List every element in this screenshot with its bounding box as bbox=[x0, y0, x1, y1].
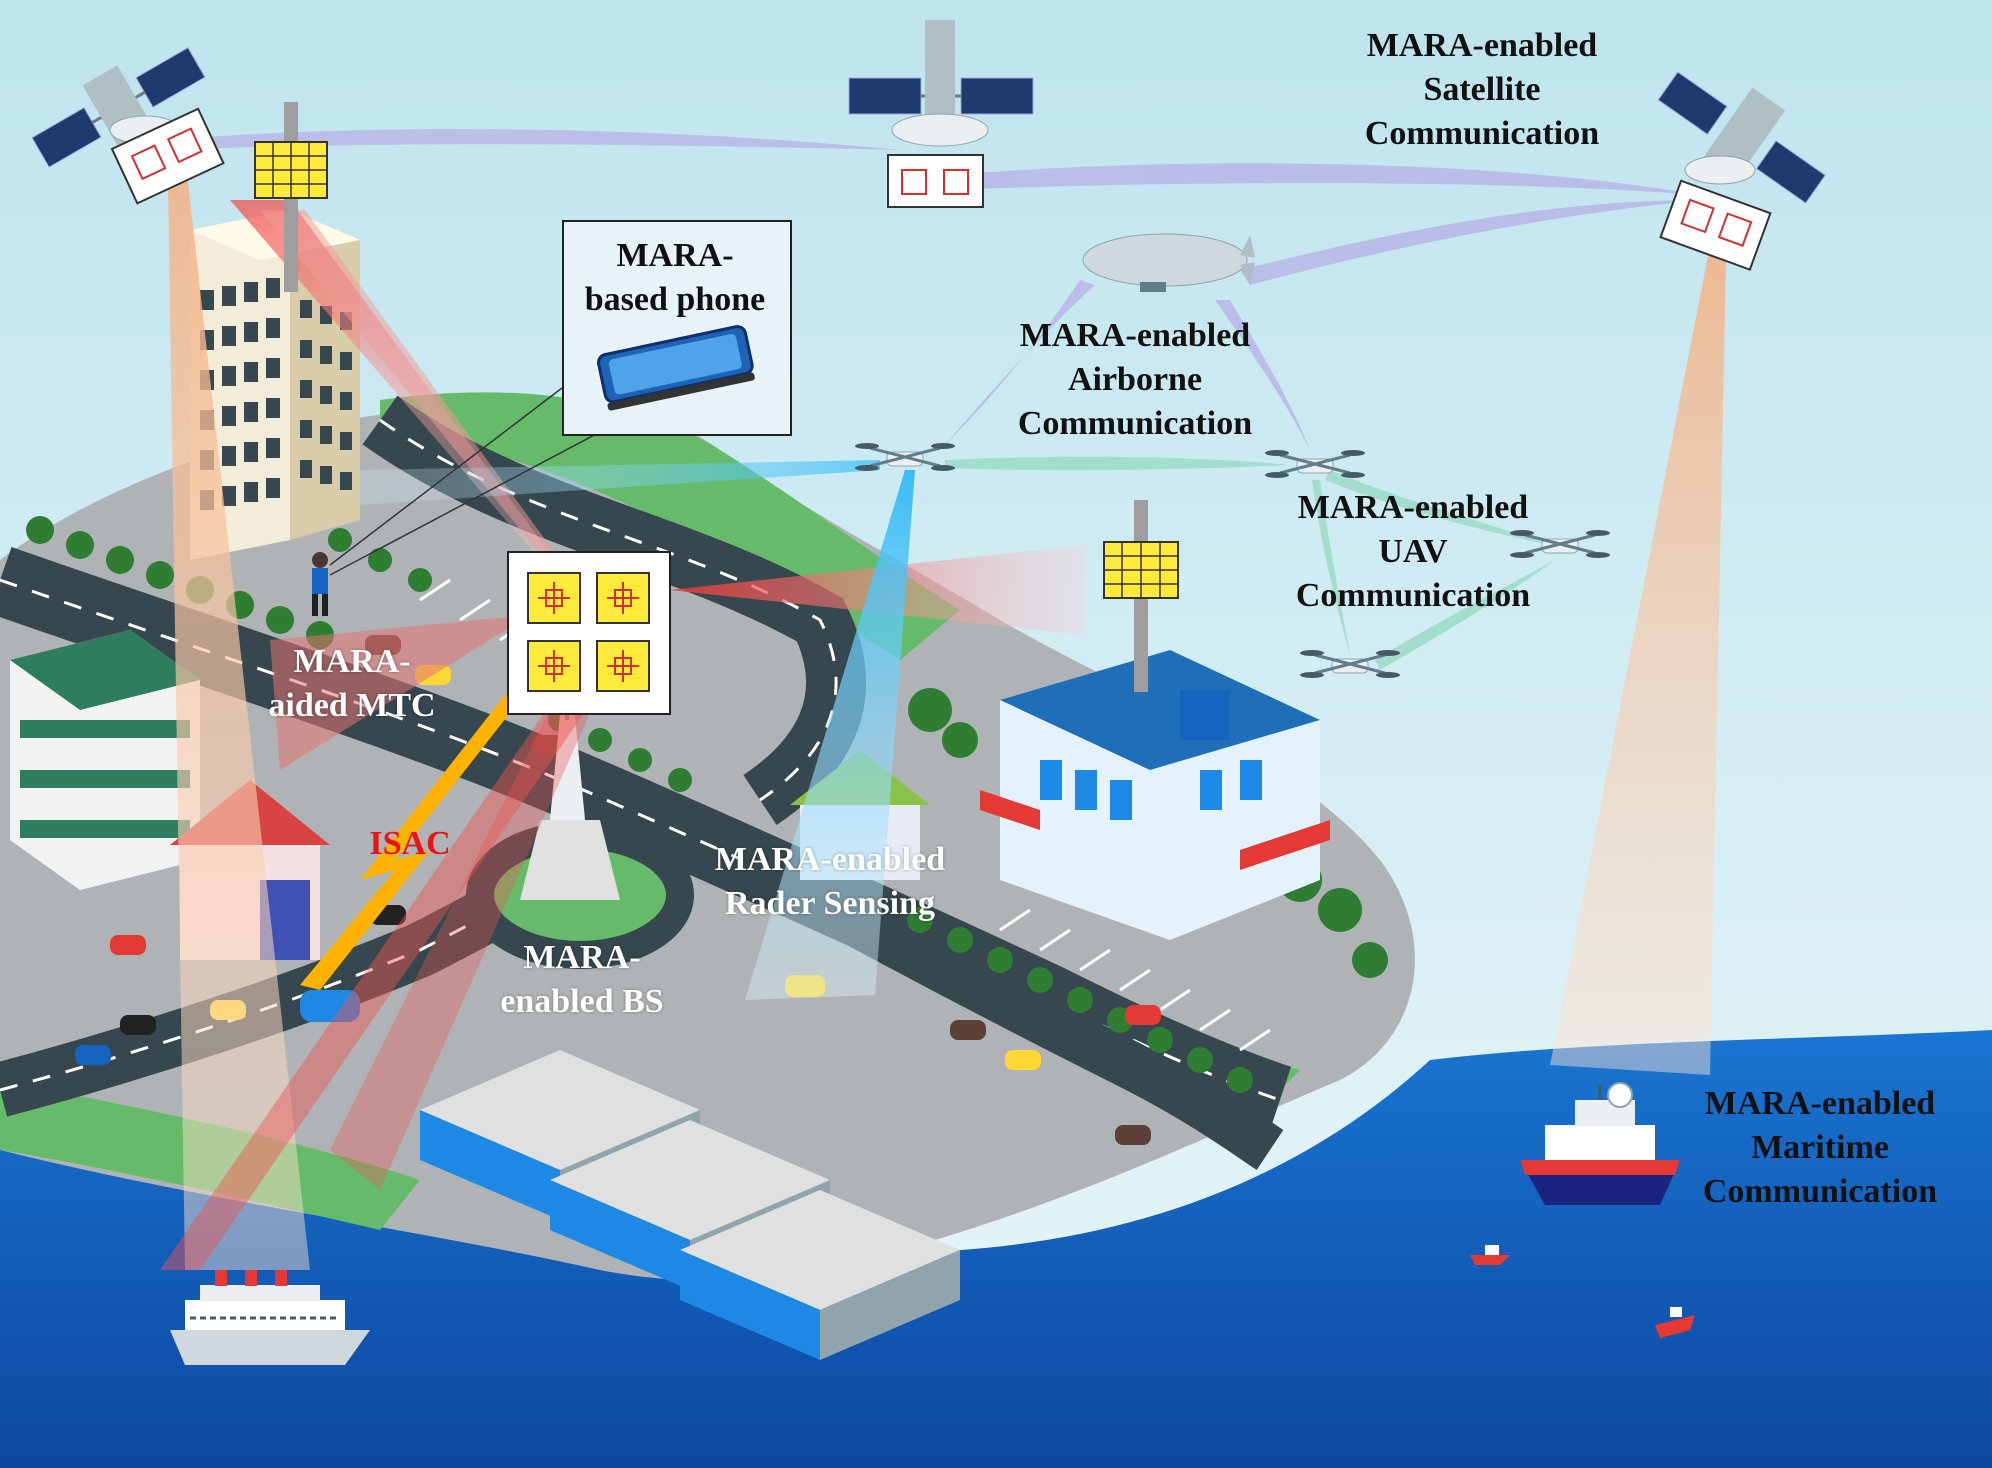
cruise-ship-icon bbox=[170, 1270, 370, 1365]
drone-icon bbox=[1300, 650, 1400, 678]
satellite-links bbox=[170, 129, 1700, 285]
car-icon bbox=[110, 935, 146, 955]
satellite-beam-right bbox=[1550, 256, 1726, 1075]
car-icon bbox=[1005, 1050, 1041, 1070]
antenna-tower-right bbox=[1103, 500, 1179, 692]
label-radar-sensing: MARA-enabled Rader Sensing bbox=[714, 841, 946, 922]
mtc-beam-left bbox=[270, 615, 530, 770]
antenna-tower-left bbox=[254, 102, 328, 292]
bs-beam-down-2 bbox=[330, 690, 600, 1190]
person-icon bbox=[312, 552, 328, 616]
label-isac: ISAC bbox=[369, 825, 451, 862]
bs-tower-icon bbox=[520, 710, 620, 900]
airborne-links bbox=[940, 280, 1310, 450]
drone-icon bbox=[1265, 450, 1365, 478]
car-icon bbox=[300, 990, 360, 1022]
mara-panel-sat-left bbox=[110, 107, 225, 205]
label-maritime-communication: MARA-enabled Maritime Communication bbox=[1702, 1085, 1938, 1210]
boat-icon bbox=[1470, 1245, 1510, 1265]
airship-icon bbox=[1082, 233, 1255, 292]
bs-beam-down bbox=[160, 690, 600, 1270]
research-ship-icon bbox=[1520, 1082, 1680, 1205]
mara-panel-sat-right bbox=[1659, 179, 1772, 271]
label-satellite-communication: MARA-enabled Satellite Communication bbox=[1364, 27, 1600, 152]
car-icon bbox=[1115, 1125, 1151, 1145]
isac-lightning-icon bbox=[300, 695, 520, 990]
label-phone: MARA- based phone bbox=[584, 237, 766, 318]
drone-beam-building bbox=[360, 460, 880, 505]
satellite-icon bbox=[1657, 71, 1826, 204]
mara-panel-sat-center bbox=[887, 154, 984, 208]
phone-leader-line bbox=[329, 431, 601, 576]
sea bbox=[0, 1030, 1992, 1468]
antenna-array-icon bbox=[527, 572, 650, 692]
car-icon bbox=[75, 1045, 111, 1065]
radar-beam bbox=[745, 470, 915, 1000]
drone-icon bbox=[1510, 530, 1610, 558]
mara-bs-panel bbox=[507, 551, 671, 715]
road-curve-lines bbox=[379, 418, 838, 802]
car-icon bbox=[1125, 1005, 1161, 1025]
drone-icon bbox=[855, 443, 955, 471]
boat-icon bbox=[1655, 1307, 1695, 1338]
car-icon bbox=[120, 1015, 156, 1035]
satellite-beam-left bbox=[168, 182, 310, 1270]
supermarket-building bbox=[980, 650, 1330, 940]
label-airborne-communication: MARA-enabled Airborne Communication bbox=[1017, 317, 1253, 442]
mara-phone-box bbox=[562, 220, 792, 436]
car-icon bbox=[950, 1020, 986, 1040]
label-uav-communication: MARA-enabled UAV Communication bbox=[1295, 489, 1531, 614]
parking-lot-right bbox=[999, 908, 1271, 1052]
phone-icon bbox=[596, 325, 755, 411]
warehouses bbox=[420, 1050, 960, 1360]
label-mtc: MARA- aided MTC bbox=[268, 643, 436, 724]
green-building bbox=[10, 630, 200, 890]
label-bs: MARA- enabled BS bbox=[500, 939, 664, 1020]
satellite-icon bbox=[848, 20, 1034, 147]
phone-leader-line bbox=[329, 387, 563, 566]
